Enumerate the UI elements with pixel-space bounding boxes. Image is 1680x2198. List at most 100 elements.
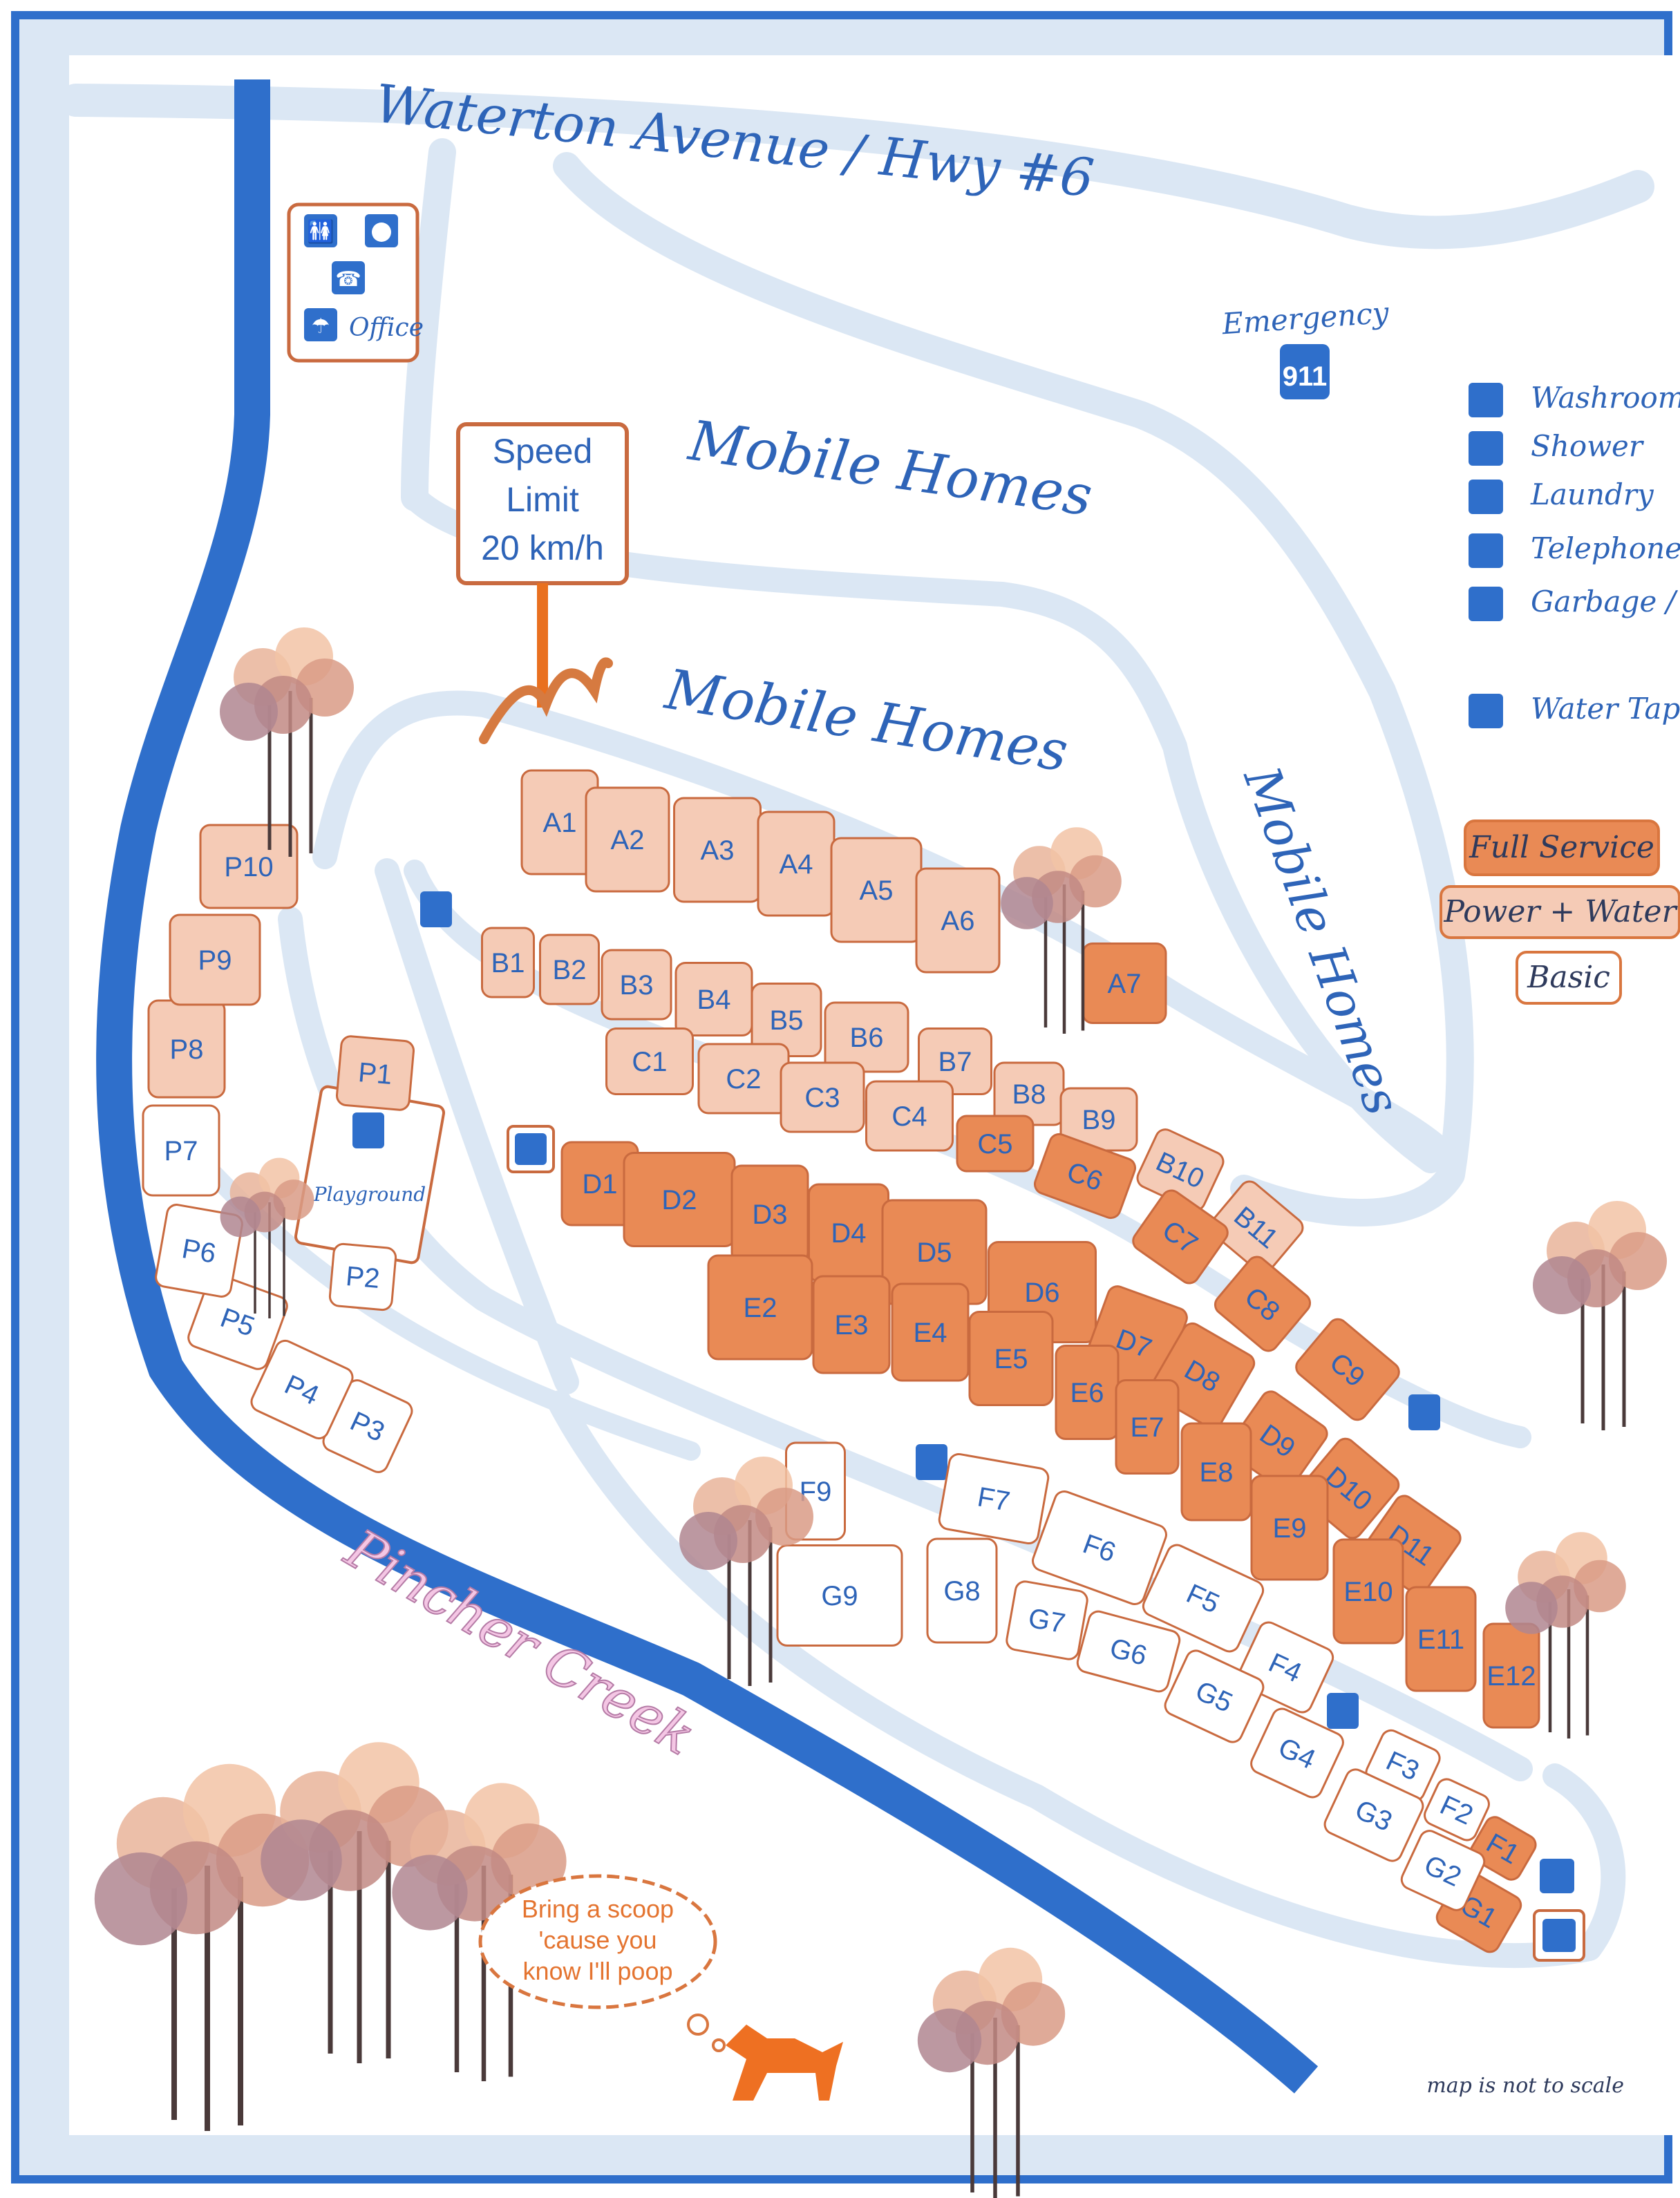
campsite-label: D1 (582, 1169, 617, 1200)
campsite-c3[interactable]: C3 (780, 1061, 865, 1133)
campsite-c2[interactable]: C2 (697, 1043, 790, 1115)
campsite-e11[interactable]: E11 (1405, 1586, 1477, 1692)
campsite-g5[interactable]: G5 (1162, 1647, 1266, 1745)
road-north-loop (553, 152, 1474, 1226)
campsite-p8[interactable]: P8 (147, 999, 226, 1099)
campsite-f5[interactable]: F5 (1140, 1542, 1266, 1654)
campsite-c6[interactable]: C6 (1032, 1131, 1138, 1220)
campsite-shape (1209, 1180, 1304, 1274)
campsite-shape (968, 1311, 1054, 1406)
laundry-glyph (372, 222, 391, 242)
washroom-icon (1542, 1919, 1576, 1952)
campsite-g8[interactable]: G8 (926, 1537, 998, 1644)
legend-item-label: Washrooms (1531, 381, 1680, 415)
campsite-e5[interactable]: E5 (968, 1311, 1054, 1406)
campsite-p2[interactable]: P2 (328, 1242, 397, 1311)
campsite-g4[interactable]: G4 (1248, 1705, 1346, 1800)
campsite-shape (812, 1275, 891, 1374)
campsite-g3[interactable]: G3 (1321, 1766, 1426, 1864)
campsite-c4[interactable]: C4 (865, 1080, 954, 1152)
campsite-label: G9 (821, 1581, 858, 1611)
emergency-number: 911 (1283, 361, 1328, 392)
campsite-c5[interactable]: C5 (956, 1115, 1035, 1173)
legend-item: Shower (1469, 429, 1645, 466)
garbage-icon (1408, 1394, 1440, 1430)
campsite-e2[interactable]: E2 (707, 1254, 813, 1361)
campsite-shape (601, 949, 672, 1021)
campsite-c1[interactable]: C1 (605, 1027, 694, 1095)
campsite-a6[interactable]: A6 (915, 867, 1001, 974)
campsite-p1[interactable]: P1 (336, 1035, 415, 1111)
campsite-p4[interactable]: P4 (248, 1338, 355, 1441)
campsite-g6[interactable]: G6 (1075, 1609, 1182, 1694)
campsite-c8[interactable]: C8 (1211, 1253, 1314, 1354)
campsite-b3[interactable]: B3 (601, 949, 672, 1021)
campsite-e7[interactable]: E7 (1115, 1379, 1180, 1475)
campsite-e8[interactable]: E8 (1180, 1422, 1252, 1522)
campsite-shape (1250, 1707, 1344, 1799)
campsite-label: B5 (770, 1005, 804, 1036)
garbage-icon (1327, 1693, 1359, 1729)
campsite-p5[interactable]: P5 (186, 1272, 290, 1372)
campsite-e10[interactable]: E10 (1332, 1538, 1404, 1645)
campsite-c7[interactable]: C7 (1129, 1186, 1231, 1287)
campsite-e3[interactable]: E3 (812, 1275, 891, 1374)
campsite-a2[interactable]: A2 (585, 786, 670, 893)
campsite-f7[interactable]: F7 (938, 1452, 1050, 1545)
campsite-a7[interactable]: A7 (1082, 942, 1167, 1024)
campsite-e9[interactable]: E9 (1250, 1475, 1329, 1581)
campsite-b1[interactable]: B1 (481, 927, 535, 998)
campsite-b9[interactable]: B9 (1059, 1087, 1138, 1152)
campsite-d2[interactable]: D2 (623, 1152, 736, 1247)
campsite-p6[interactable]: P6 (154, 1203, 243, 1298)
campsite-f6[interactable]: F6 (1030, 1489, 1169, 1607)
campsite-d5[interactable]: D5 (881, 1199, 988, 1305)
campsite-label: B8 (1012, 1079, 1046, 1110)
campsite-label: G7 (1026, 1603, 1068, 1640)
campsite-b7[interactable]: B7 (918, 1027, 992, 1095)
washroom-icon (304, 214, 337, 247)
campsite-e6[interactable]: E6 (1055, 1345, 1120, 1440)
campsite-a4[interactable]: A4 (757, 811, 836, 917)
campsite-shape (865, 1080, 954, 1152)
campsite-p9[interactable]: P9 (169, 913, 261, 1006)
campsite-p10[interactable]: P10 (199, 824, 299, 909)
campsite-d9[interactable]: D9 (1225, 1387, 1330, 1493)
washroom-glyph: 🚻 (307, 219, 334, 244)
campsite-b10[interactable]: B10 (1134, 1126, 1226, 1213)
campsite-shape (199, 824, 299, 909)
campsite-g9[interactable]: G9 (776, 1544, 903, 1647)
campsite-g7[interactable]: G7 (1006, 1580, 1089, 1661)
campsite-b6[interactable]: B6 (824, 1001, 909, 1073)
campsite-label: A7 (1108, 969, 1142, 999)
campsite-f2[interactable]: F2 (1422, 1776, 1492, 1843)
speech-bubble-outline (478, 1874, 717, 2009)
campsite-b2[interactable]: B2 (539, 934, 600, 1005)
campsite-e4[interactable]: E4 (891, 1282, 970, 1382)
campsite-b5[interactable]: B5 (751, 983, 822, 1057)
campsite-a3[interactable]: A3 (673, 797, 762, 903)
campsite-a5[interactable]: A5 (830, 837, 923, 943)
bubble-dot-small (712, 2038, 726, 2052)
campsite-e12[interactable]: E12 (1482, 1622, 1540, 1729)
campsite-b11[interactable]: B11 (1206, 1177, 1306, 1276)
tree-icon (220, 627, 354, 857)
garbage-icon (420, 891, 452, 927)
campsite-f1[interactable]: F1 (1467, 1814, 1539, 1884)
campsite-p7[interactable]: P7 (142, 1104, 220, 1197)
speed-sign-line3: 20 km/h (481, 529, 604, 567)
campsite-d3[interactable]: D3 (730, 1164, 809, 1264)
playground-frame (294, 1085, 446, 1264)
legend-item: Garbage / Re (1469, 585, 1680, 621)
campsite-label: B3 (620, 970, 654, 1001)
service-label: Full Service (1469, 830, 1654, 865)
campsite-b4[interactable]: B4 (674, 962, 753, 1036)
campsite-label: P1 (357, 1057, 394, 1090)
campsite-d4[interactable]: D4 (808, 1183, 889, 1282)
campsite-shape (918, 1027, 992, 1095)
campsite-a1[interactable]: A1 (520, 769, 599, 875)
campsite-d1[interactable]: D1 (560, 1141, 639, 1226)
office-amenity-box[interactable]: 🚻 ☎ ☂ Office (287, 202, 424, 363)
campsite-g2[interactable]: G2 (1399, 1828, 1488, 1913)
campsite-c9[interactable]: C9 (1292, 1316, 1403, 1424)
